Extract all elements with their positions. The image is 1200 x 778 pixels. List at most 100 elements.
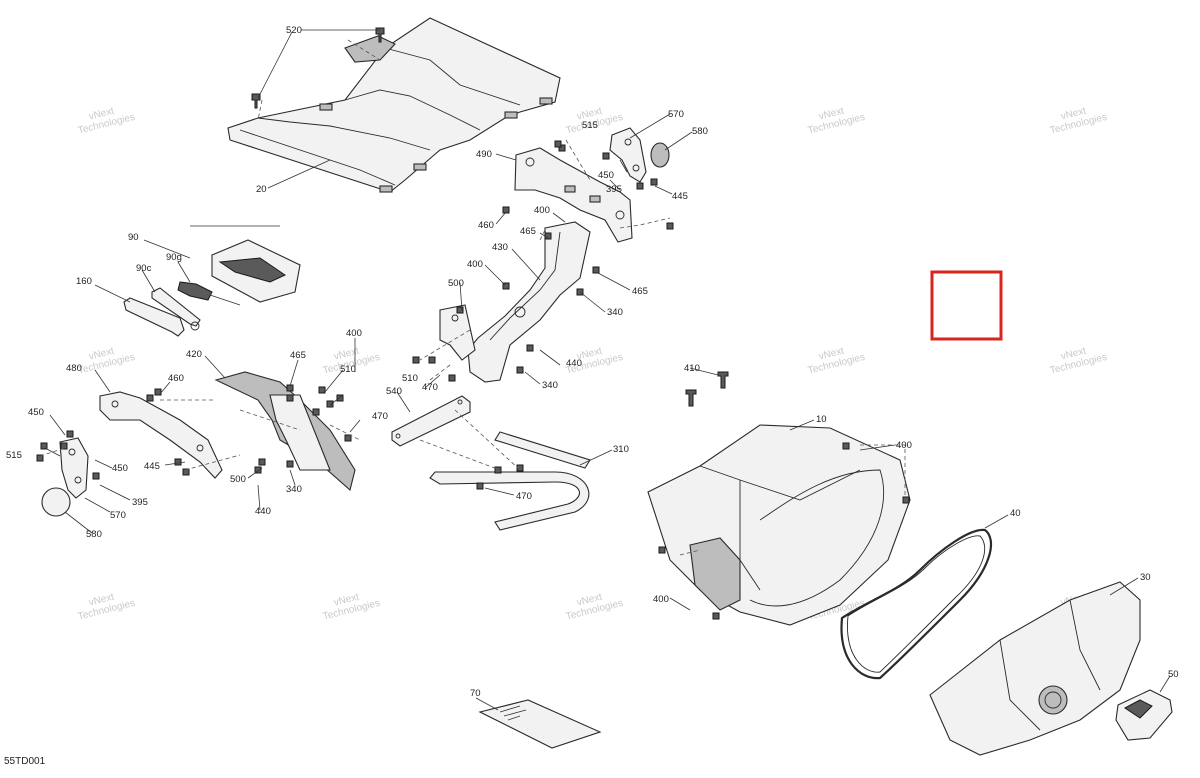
- part-540-bar[interactable]: [391, 395, 471, 447]
- label-90c[interactable]: 90c: [136, 263, 152, 274]
- label-450[interactable]: 450: [598, 170, 614, 181]
- nut-fastener: [66, 430, 74, 438]
- nut-fastener: [476, 482, 484, 490]
- label-410[interactable]: 410: [684, 363, 700, 374]
- label-570[interactable]: 570: [668, 109, 684, 120]
- label-40[interactable]: 40: [1010, 508, 1021, 519]
- part-570-latch-upper[interactable]: [609, 127, 647, 183]
- label-layer: 520 20 490 515 570 580 450 395 445 460 4…: [4, 25, 1179, 767]
- label-400[interactable]: 400: [346, 328, 362, 339]
- part-10-storage-bin[interactable]: [647, 424, 911, 626]
- label-400[interactable]: 400: [896, 440, 912, 451]
- part-310-handle-bar[interactable]: [429, 431, 591, 531]
- label-580[interactable]: 580: [692, 126, 708, 137]
- label-90[interactable]: 90: [128, 232, 139, 243]
- label-540[interactable]: 540: [386, 386, 402, 397]
- label-465[interactable]: 465: [290, 350, 306, 361]
- label-570[interactable]: 570: [110, 510, 126, 521]
- nut-fastener: [412, 356, 420, 364]
- nut-fastener: [40, 442, 48, 450]
- label-400[interactable]: 400: [534, 205, 550, 216]
- nut-fastener: [326, 400, 334, 408]
- nut-fastener: [318, 386, 326, 394]
- label-470[interactable]: 470: [516, 491, 532, 502]
- nut-fastener: [174, 458, 182, 466]
- part-410-bolts[interactable]: [685, 371, 729, 407]
- label-395[interactable]: 395: [132, 497, 148, 508]
- part-570-latch-lower[interactable]: [59, 437, 89, 499]
- label-340[interactable]: 340: [286, 484, 302, 495]
- label-420[interactable]: 420: [186, 349, 202, 360]
- part-580-knob-upper[interactable]: [650, 142, 670, 168]
- nut-fastener: [502, 206, 510, 214]
- leader-lines: [44, 29, 1171, 711]
- label-310[interactable]: 310: [613, 444, 629, 455]
- label-480[interactable]: 480: [66, 363, 82, 374]
- label-580[interactable]: 580: [86, 529, 102, 540]
- label-70[interactable]: 70: [470, 688, 481, 699]
- label-515[interactable]: 515: [6, 450, 22, 461]
- label-440[interactable]: 440: [566, 358, 582, 369]
- label-50[interactable]: 50: [1168, 669, 1179, 680]
- nut-fastener: [286, 394, 294, 402]
- label-470[interactable]: 470: [422, 382, 438, 393]
- nut-fastener: [154, 388, 162, 396]
- part-30-front-cover[interactable]: [929, 581, 1141, 756]
- label-400[interactable]: 400: [653, 594, 669, 605]
- nut-fastener: [526, 344, 534, 352]
- label-465[interactable]: 465: [632, 286, 648, 297]
- label-500[interactable]: 500: [448, 278, 464, 289]
- label-400[interactable]: 400: [467, 259, 483, 270]
- label-470[interactable]: 470: [372, 411, 388, 422]
- label-90g[interactable]: 90g: [166, 252, 182, 263]
- label-460[interactable]: 460: [478, 220, 494, 231]
- nut-fastener: [502, 282, 510, 290]
- label-500[interactable]: 500: [230, 474, 246, 485]
- part-480-left-bracket[interactable]: [99, 391, 223, 479]
- nut-fastener: [286, 460, 294, 468]
- label-440[interactable]: 440: [255, 506, 271, 517]
- part-90c-wrench[interactable]: [151, 287, 201, 331]
- part-490-upper-bracket[interactable]: [514, 147, 633, 243]
- highlight-box[interactable]: [930, 270, 1003, 341]
- label-445[interactable]: 445: [144, 461, 160, 472]
- label-160[interactable]: 160: [76, 276, 92, 287]
- label-465[interactable]: 465: [520, 226, 536, 237]
- label-490[interactable]: 490: [476, 149, 492, 160]
- part-90g-screwdriver[interactable]: [177, 281, 241, 306]
- part-500-bracket[interactable]: [439, 304, 476, 361]
- label-395[interactable]: 395: [606, 184, 622, 195]
- part-50-latch[interactable]: [1115, 689, 1173, 741]
- nut-fastener: [36, 454, 44, 462]
- label-445[interactable]: 445: [672, 191, 688, 202]
- label-450[interactable]: 450: [28, 407, 44, 418]
- part-70-manual[interactable]: [478, 699, 602, 749]
- part-580-knob-lower[interactable]: [41, 487, 71, 517]
- nut-fastener: [258, 458, 266, 466]
- label-340[interactable]: 340: [607, 307, 623, 318]
- nut-fastener: [146, 394, 154, 402]
- part-430-central-column[interactable]: [467, 221, 591, 383]
- label-460[interactable]: 460: [168, 373, 184, 384]
- label-510[interactable]: 510: [402, 373, 418, 384]
- label-520[interactable]: 520: [286, 25, 302, 36]
- label-510[interactable]: 510: [340, 364, 356, 375]
- label-20[interactable]: 20: [256, 184, 267, 195]
- label-30[interactable]: 30: [1140, 572, 1151, 583]
- part-20-top-cover[interactable]: [227, 17, 561, 193]
- part-420-hinge-plate[interactable]: [214, 371, 356, 492]
- label-450[interactable]: 450: [112, 463, 128, 474]
- nut-fastener: [336, 394, 344, 402]
- label-10[interactable]: 10: [816, 414, 827, 425]
- assembly-lines: [39, 39, 906, 556]
- label-340[interactable]: 340: [542, 380, 558, 391]
- label-515[interactable]: 515: [582, 120, 598, 131]
- label-430[interactable]: 430: [492, 242, 508, 253]
- part-90-tool-kit[interactable]: [211, 239, 301, 303]
- part-160-spanner[interactable]: [123, 297, 185, 337]
- part-40-gasket[interactable]: [840, 528, 993, 680]
